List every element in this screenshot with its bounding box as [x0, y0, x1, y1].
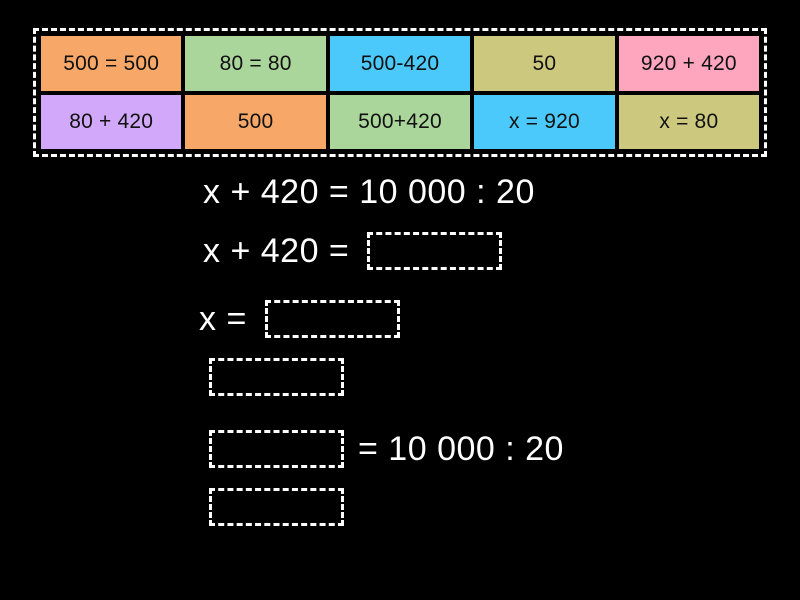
- equation-line-5: = 10 000 : 20: [209, 430, 564, 468]
- tile-500-equals-500[interactable]: 500 = 500: [41, 36, 182, 91]
- tile-tray: 500 = 500 80 = 80 500-420 50 920 + 420 8…: [33, 28, 767, 157]
- equation-line-3: x =: [199, 300, 400, 338]
- dropzone-line-6[interactable]: [209, 488, 344, 526]
- equation-line-2: x + 420 =: [203, 232, 503, 270]
- tile-500[interactable]: 500: [185, 94, 326, 149]
- tile-500-plus-420[interactable]: 500+420: [329, 94, 471, 149]
- tile-920-plus-420[interactable]: 920 + 420: [618, 36, 760, 91]
- equation-line-2-text: x + 420 =: [203, 232, 350, 270]
- equation-line-5-text: = 10 000 : 20: [358, 430, 564, 468]
- dropzone-line-3[interactable]: [264, 300, 400, 338]
- tile-row-2: 80 + 420 500 500+420 x = 920 x = 80: [41, 94, 760, 149]
- equation-line-1-text: x + 420 = 10 000 : 20: [203, 173, 535, 211]
- equation-line-3-text: x =: [199, 300, 247, 338]
- tile-x-equals-80[interactable]: x = 80: [618, 94, 760, 149]
- equation-line-6: [209, 488, 344, 526]
- dropzone-line-2[interactable]: [367, 232, 503, 270]
- tile-500-minus-420[interactable]: 500-420: [329, 36, 471, 91]
- tile-row-1: 500 = 500 80 = 80 500-420 50 920 + 420: [41, 36, 760, 91]
- tile-80-plus-420[interactable]: 80 + 420: [41, 94, 182, 149]
- tile-50[interactable]: 50: [474, 36, 615, 91]
- tile-80-equals-80[interactable]: 80 = 80: [185, 36, 326, 91]
- equation-line-1: x + 420 = 10 000 : 20: [203, 175, 535, 209]
- dropzone-line-4[interactable]: [209, 358, 344, 396]
- equation-line-4: [209, 358, 344, 396]
- equation-area: x + 420 = 10 000 : 20 x + 420 = x = = 10…: [0, 160, 800, 600]
- dropzone-line-5[interactable]: [209, 430, 344, 468]
- tile-x-equals-920[interactable]: x = 920: [474, 94, 615, 149]
